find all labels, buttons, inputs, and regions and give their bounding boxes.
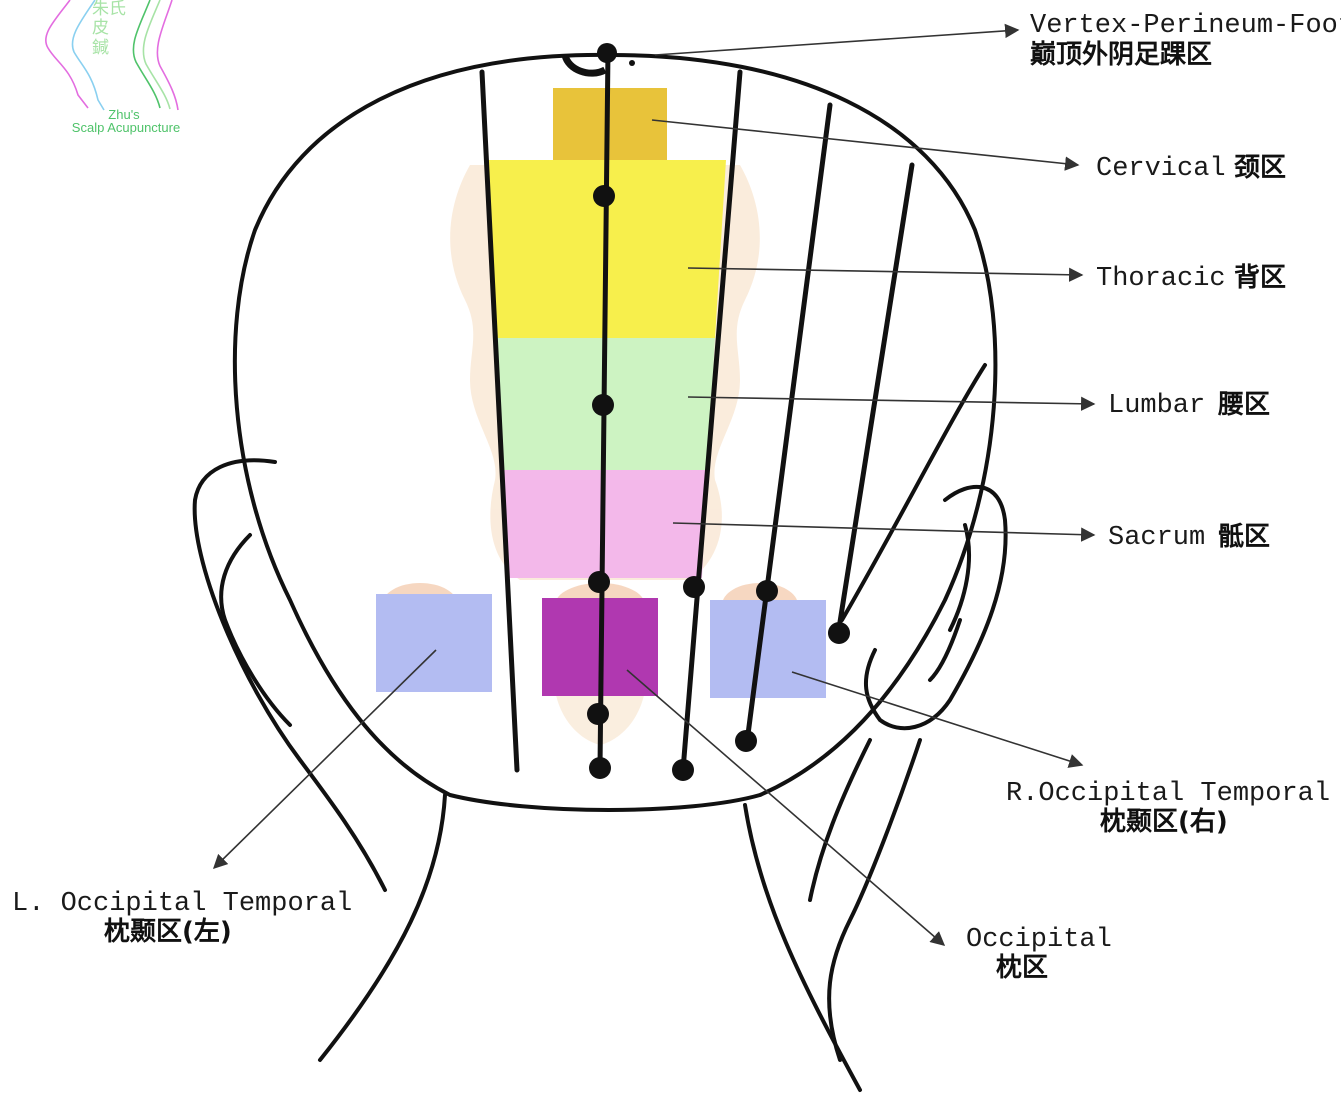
left-ear — [195, 460, 385, 890]
leader-sacrum — [673, 523, 1094, 535]
label-l-occipital-temporal-cn: 枕颞区(左) — [104, 917, 232, 947]
vertex-point — [565, 43, 635, 73]
point-line2-upper — [683, 576, 705, 598]
logo: 朱氏 皮 鍼 Zhu's Scalp Acupuncture — [46, 0, 180, 135]
leader-vertex — [655, 30, 1018, 55]
left-ear-inner — [221, 535, 290, 725]
neck-right-inner — [810, 740, 870, 900]
label-cervical-en: Cervical — [1096, 154, 1226, 184]
label-occipital-en: Occipital — [966, 925, 1112, 955]
label-lumbar-cn: 腰区 — [1217, 390, 1270, 420]
l-occipital-temporal-zone — [376, 594, 492, 692]
point-line2-bottom — [672, 759, 694, 781]
label-r-occipital-temporal-en: R.Occipital Temporal — [1006, 779, 1330, 809]
label-sacrum-cn: 骶区 — [1218, 522, 1270, 552]
leader-lumbar — [688, 397, 1094, 404]
point-lumbar — [592, 394, 614, 416]
leader-cervical — [652, 120, 1078, 165]
label-r-occipital-temporal-cn: 枕颞区(右) — [1100, 807, 1228, 837]
right-diagonal-line — [842, 365, 985, 620]
point-occipital-mid — [587, 703, 609, 725]
point-line4 — [828, 622, 850, 644]
label-thoracic-cn: 背区 — [1234, 263, 1286, 293]
logo-name-line2: Scalp Acupuncture — [72, 120, 180, 135]
neck-right — [745, 805, 860, 1090]
cervical-zone — [553, 88, 667, 160]
right-ear-inner — [930, 525, 969, 680]
shoulder-right — [829, 740, 920, 1060]
logo-chinese-3: 鍼 — [92, 38, 109, 58]
label-sacrum-en: Sacrum — [1108, 523, 1205, 553]
label-thoracic-en: Thoracic — [1096, 264, 1226, 294]
r-occipital-temporal-zone — [710, 600, 826, 698]
logo-chinese-1: 朱氏 — [92, 0, 126, 19]
label-l-occipital-temporal-en: L. Occipital Temporal — [12, 889, 352, 919]
point-line3-lower — [735, 730, 757, 752]
point-sacrum — [588, 571, 610, 593]
point-line3-upper — [756, 580, 778, 602]
leader-l-occipital-temporal — [214, 650, 436, 868]
neck-left — [320, 795, 445, 1060]
label-lumbar-en: Lumbar — [1108, 391, 1205, 421]
leader-r-occipital-temporal — [792, 672, 1082, 765]
logo-chinese-2: 皮 — [92, 18, 109, 38]
point-thoracic — [593, 185, 615, 207]
label-cervical-cn: 颈区 — [1234, 153, 1286, 183]
needle-line-4 — [840, 165, 912, 622]
label-occipital-cn: 枕区 — [996, 953, 1048, 983]
label-vertex-cn: 巅顶外阴足踝区 — [1030, 40, 1212, 70]
label-vertex-en: Vertex-Perineum-Foot — [1030, 11, 1341, 41]
point-midline-bottom — [589, 757, 611, 779]
